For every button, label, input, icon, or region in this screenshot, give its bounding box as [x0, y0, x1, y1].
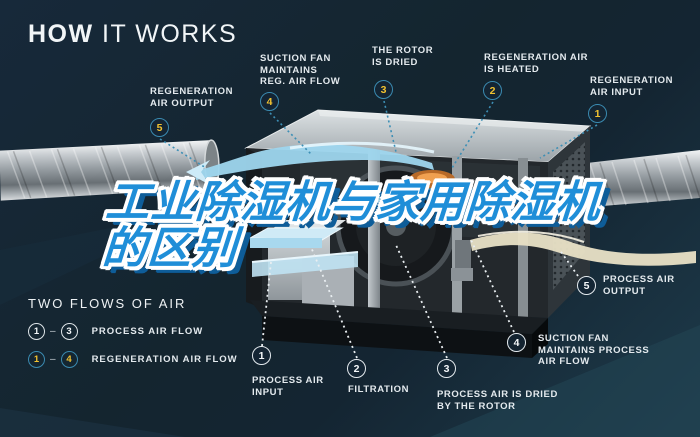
legend-badge-from: 1	[28, 323, 45, 340]
label-regeneration-air-input: REGENERATION AIR INPUT	[590, 75, 674, 98]
label-process-dried: PROCESS AIR IS DRIED BY THE ROTOR	[437, 389, 558, 412]
base-plinth	[250, 300, 548, 358]
badge-process-3: 3	[437, 359, 456, 378]
badge-process-5: 5	[577, 276, 596, 295]
headline-chinese: 工业除湿机与家用除湿机的区别	[100, 178, 603, 273]
headline-line1: 工业除湿机与家用除湿机	[103, 178, 603, 227]
motor-block	[455, 240, 471, 270]
badge-regen-5: 5	[150, 118, 169, 137]
legend-badge-to: 3	[60, 323, 78, 340]
label-suction-fan-reg: SUCTION FAN MAINTAINS REG. AIR FLOW	[260, 53, 341, 87]
cabinet	[244, 109, 592, 358]
motor-block	[451, 268, 473, 281]
airflow-cream	[470, 230, 696, 266]
label-filtration: FILTRATION	[348, 384, 410, 395]
badge-regen-4: 4	[260, 92, 279, 111]
label-suction-fan-process: SUCTION FAN MAINTAINS PROCESS AIR FLOW	[538, 333, 650, 367]
label-process-air-input: PROCESS AIR INPUT	[252, 375, 324, 398]
title-bold: HOW	[28, 20, 94, 48]
title-light: IT WORKS	[93, 20, 238, 48]
legend-dash: –	[50, 326, 56, 337]
divider-panel	[368, 150, 380, 312]
legend-label-process: PROCESS AIR FLOW	[91, 326, 204, 337]
heater	[409, 170, 455, 188]
badge-process-1: 1	[252, 346, 271, 365]
divider-panel	[452, 156, 462, 316]
badge-process-4: 4	[507, 333, 526, 352]
legend-row-regeneration: 1 – 4 REGENERATION AIR FLOW	[28, 351, 238, 368]
headline-line2: 的区别	[100, 224, 240, 273]
legend-badge-from: 1	[28, 351, 45, 368]
label-rotor-dried: THE ROTOR IS DRIED	[372, 45, 434, 68]
page-title: HOW IT WORKS	[28, 20, 237, 49]
legend-label-regeneration: REGENERATION AIR FLOW	[91, 354, 238, 365]
badge-process-2: 2	[347, 359, 366, 378]
badge-regen-1: 1	[588, 104, 607, 123]
label-regeneration-air-output: REGENERATION AIR OUTPUT	[150, 86, 234, 109]
airflow-blue	[186, 141, 442, 209]
legend-heading: TWO FLOWS OF AIR	[28, 296, 187, 311]
legend-dash: –	[50, 354, 56, 365]
badge-regen-3: 3	[374, 80, 393, 99]
badge-regen-2: 2	[483, 81, 502, 100]
legend-row-process: 1 – 3 PROCESS AIR FLOW	[28, 323, 238, 340]
label-regeneration-heated: REGENERATION AIR IS HEATED	[484, 52, 589, 75]
legend-badge-to: 4	[60, 351, 78, 368]
background-swashes	[0, 210, 700, 437]
label-process-air-output: PROCESS AIR OUTPUT	[603, 274, 675, 297]
legend: TWO FLOWS OF AIR 1 – 3 PROCESS AIR FLOW …	[28, 296, 238, 379]
left-duct	[0, 139, 220, 201]
